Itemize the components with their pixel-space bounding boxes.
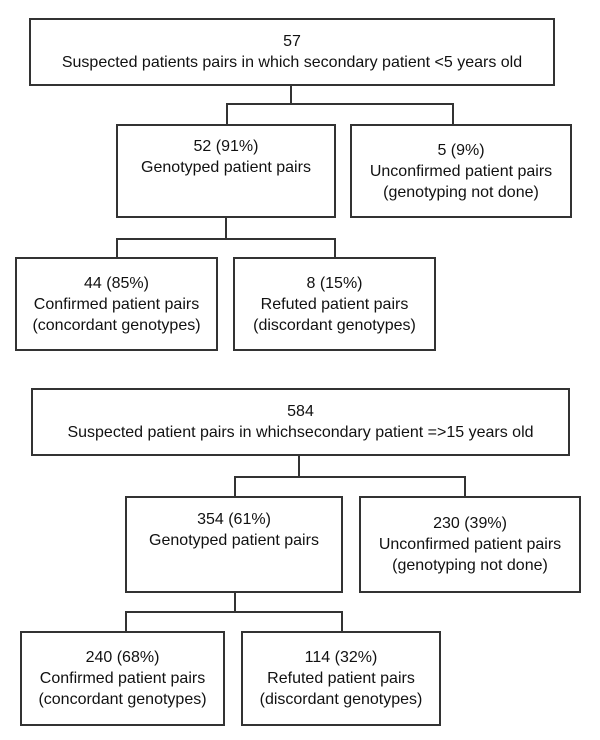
flow1-confirmed-box: 44 (85%) Confirmed patient pairs (concor…	[15, 257, 218, 351]
connector	[234, 476, 466, 478]
connector	[125, 611, 127, 632]
flow1-confirmed-note: (concordant genotypes)	[32, 316, 201, 334]
connector	[464, 476, 466, 497]
flow1-refuted-note: (discordant genotypes)	[253, 316, 416, 334]
connector	[226, 103, 228, 125]
flow2-unconfirmed-label: Unconfirmed patient pairs	[378, 536, 562, 553]
connector	[341, 611, 343, 632]
connector	[225, 218, 227, 239]
connector	[125, 611, 343, 613]
flow1-genotyped-box: 52 (91%) Genotyped patient pairs	[116, 124, 336, 218]
flow1-unconfirmed-note: (genotyping not done)	[383, 183, 539, 201]
flow1-refuted-box: 8 (15%) Refuted patient pairs (discordan…	[233, 257, 436, 351]
flow2-confirmed-note: (concordant genotypes)	[38, 691, 207, 708]
flow2-refuted-box: 114 (32%) Refuted patient pairs (discord…	[241, 631, 441, 726]
flow2-unconfirmed-count: 230 (39%)	[433, 515, 507, 532]
flow2-refuted-count: 114 (32%)	[304, 649, 378, 666]
flow2-unconfirmed-note: (genotyping not done)	[392, 557, 548, 574]
flow1-root-box: 57 Suspected patients pairs in which sec…	[29, 18, 555, 86]
flow1-confirmed-label: Confirmed patient pairs	[33, 295, 200, 313]
flow2-genotyped-box: 354 (61%) Genotyped patient pairs	[125, 496, 343, 593]
flow2-genotyped-count: 354 (61%)	[197, 511, 271, 528]
connector	[234, 593, 236, 612]
flow2-genotyped-label: Genotyped patient pairs	[149, 532, 319, 549]
connector	[116, 238, 336, 240]
flow1-unconfirmed-box: 5 (9%) Unconfirmed patient pairs (genoty…	[350, 124, 572, 218]
flow2-confirmed-count: 240 (68%)	[85, 649, 160, 666]
flow2-refuted-label: Refuted patient pairs	[267, 670, 415, 687]
flow2-refuted-note: (discordant genotypes)	[259, 691, 423, 708]
flow2-confirmed-label: Confirmed patient pairs	[39, 670, 206, 687]
connector	[452, 103, 454, 125]
connector	[226, 103, 454, 105]
connector	[334, 238, 336, 258]
connector	[298, 456, 300, 477]
connector	[290, 86, 292, 104]
flow1-unconfirmed-label: Unconfirmed patient pairs	[369, 162, 553, 180]
flow1-refuted-label: Refuted patient pairs	[260, 295, 409, 313]
flow2-root-box: 584 Suspected patient pairs in whichseco…	[31, 388, 570, 456]
flow1-root-label: Suspected patients pairs in which second…	[61, 54, 523, 71]
flow2-unconfirmed-box: 230 (39%) Unconfirmed patient pairs (gen…	[359, 496, 581, 593]
connector	[116, 238, 118, 258]
flow1-refuted-count: 8 (15%)	[306, 274, 363, 292]
flow1-confirmed-count: 44 (85%)	[84, 274, 149, 292]
flow2-confirmed-box: 240 (68%) Confirmed patient pairs (conco…	[20, 631, 225, 726]
flow1-root-count: 57	[283, 33, 301, 50]
flow1-genotyped-count: 52 (91%)	[193, 138, 259, 155]
flow1-genotyped-label: Genotyped patient pairs	[141, 159, 311, 176]
flow2-root-count: 584	[287, 403, 314, 420]
flow2-root-label: Suspected patient pairs in whichsecondar…	[67, 424, 534, 441]
flow1-unconfirmed-count: 5 (9%)	[437, 141, 485, 159]
connector	[234, 476, 236, 497]
